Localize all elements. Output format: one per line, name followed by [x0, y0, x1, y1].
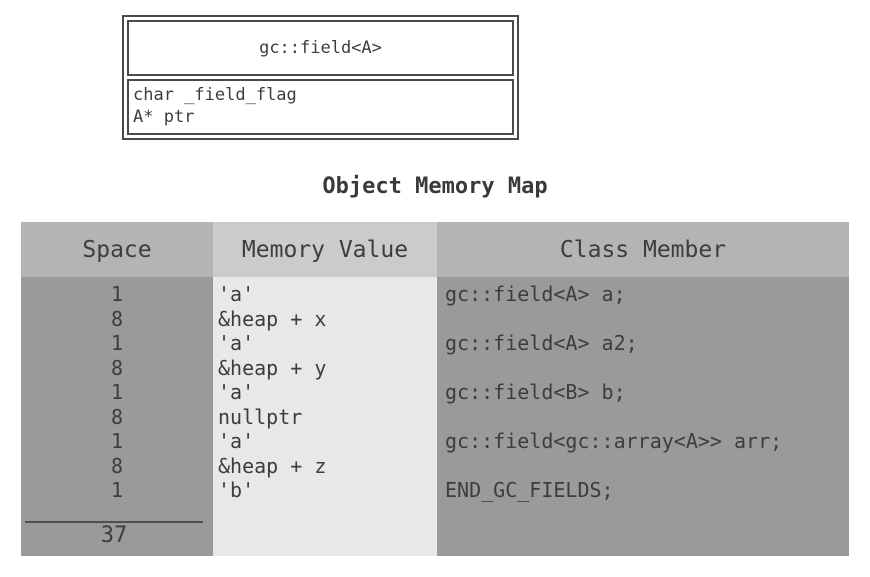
memory-map-table: Space Memory Value Class Member 1 8 1 8 …: [21, 222, 849, 556]
memory-value-cell: 'a': [218, 380, 255, 404]
space-cell: 1: [110, 478, 124, 502]
sum-rule-line: [25, 520, 203, 523]
class-member-cell: [437, 454, 849, 479]
class-member-cell: [437, 405, 849, 430]
table-header-row: Space Memory Value Class Member: [21, 222, 849, 277]
memory-value-cell: 'a': [218, 282, 255, 306]
memory-value-cell: &heap + y: [218, 355, 327, 380]
space-cell: 1: [110, 282, 124, 306]
class-member-cell: gc::field<A> a2;: [445, 331, 638, 355]
memory-value-cell: 'a': [218, 429, 255, 453]
memory-value-cell: &heap + z: [218, 453, 327, 478]
class-member-cell: gc::field<B> b;: [445, 380, 626, 404]
class-title-cell: gc::field<A>: [127, 20, 514, 76]
space-cell: 1: [110, 429, 124, 453]
space-cell: 8: [110, 453, 124, 478]
space-cell: 1: [110, 380, 124, 404]
class-member-column: gc::field<A> a; gc::field<A> a2; gc::fie…: [437, 277, 849, 556]
space-cell: 8: [110, 355, 124, 380]
class-member-cell: END_GC_FIELDS;: [445, 478, 614, 502]
space-cell: 8: [110, 306, 124, 331]
space-cell: 1: [110, 331, 124, 355]
memory-value-column: 'a' &heap + x 'a' &heap + y 'a' nullptr …: [213, 277, 437, 556]
uml-class-box: gc::field<A> char _field_flag A* ptr: [122, 15, 519, 140]
memory-value-cell: 'a': [218, 331, 255, 355]
class-member-cell: [437, 307, 849, 332]
column-header-memory-value: Memory Value: [213, 222, 437, 277]
class-member-field-flag: char _field_flag: [133, 85, 297, 105]
space-cell: 8: [110, 404, 124, 429]
class-member-ptr: A* ptr: [133, 107, 195, 127]
memory-map-title: Object Memory Map: [322, 174, 548, 199]
class-member-cell: gc::field<gc::array<A>> arr;: [445, 429, 783, 453]
class-name: gc::field<A>: [259, 38, 382, 58]
space-total: 37: [100, 522, 128, 548]
memory-value-cell: &heap + x: [218, 306, 327, 331]
table-body: 1 8 1 8 1 8 1 8 1 37 'a' &heap + x 'a' &…: [21, 277, 849, 556]
memory-value-cell: nullptr: [218, 404, 303, 429]
class-member-cell: gc::field<A> a;: [445, 282, 626, 306]
space-column: 1 8 1 8 1 8 1 8 1 37: [21, 277, 213, 556]
column-header-class-member: Class Member: [437, 222, 849, 277]
column-header-space: Space: [21, 222, 213, 277]
memory-value-cell: 'b': [218, 478, 255, 502]
class-members-cell: char _field_flag A* ptr: [127, 79, 514, 135]
class-member-cell: [437, 356, 849, 381]
